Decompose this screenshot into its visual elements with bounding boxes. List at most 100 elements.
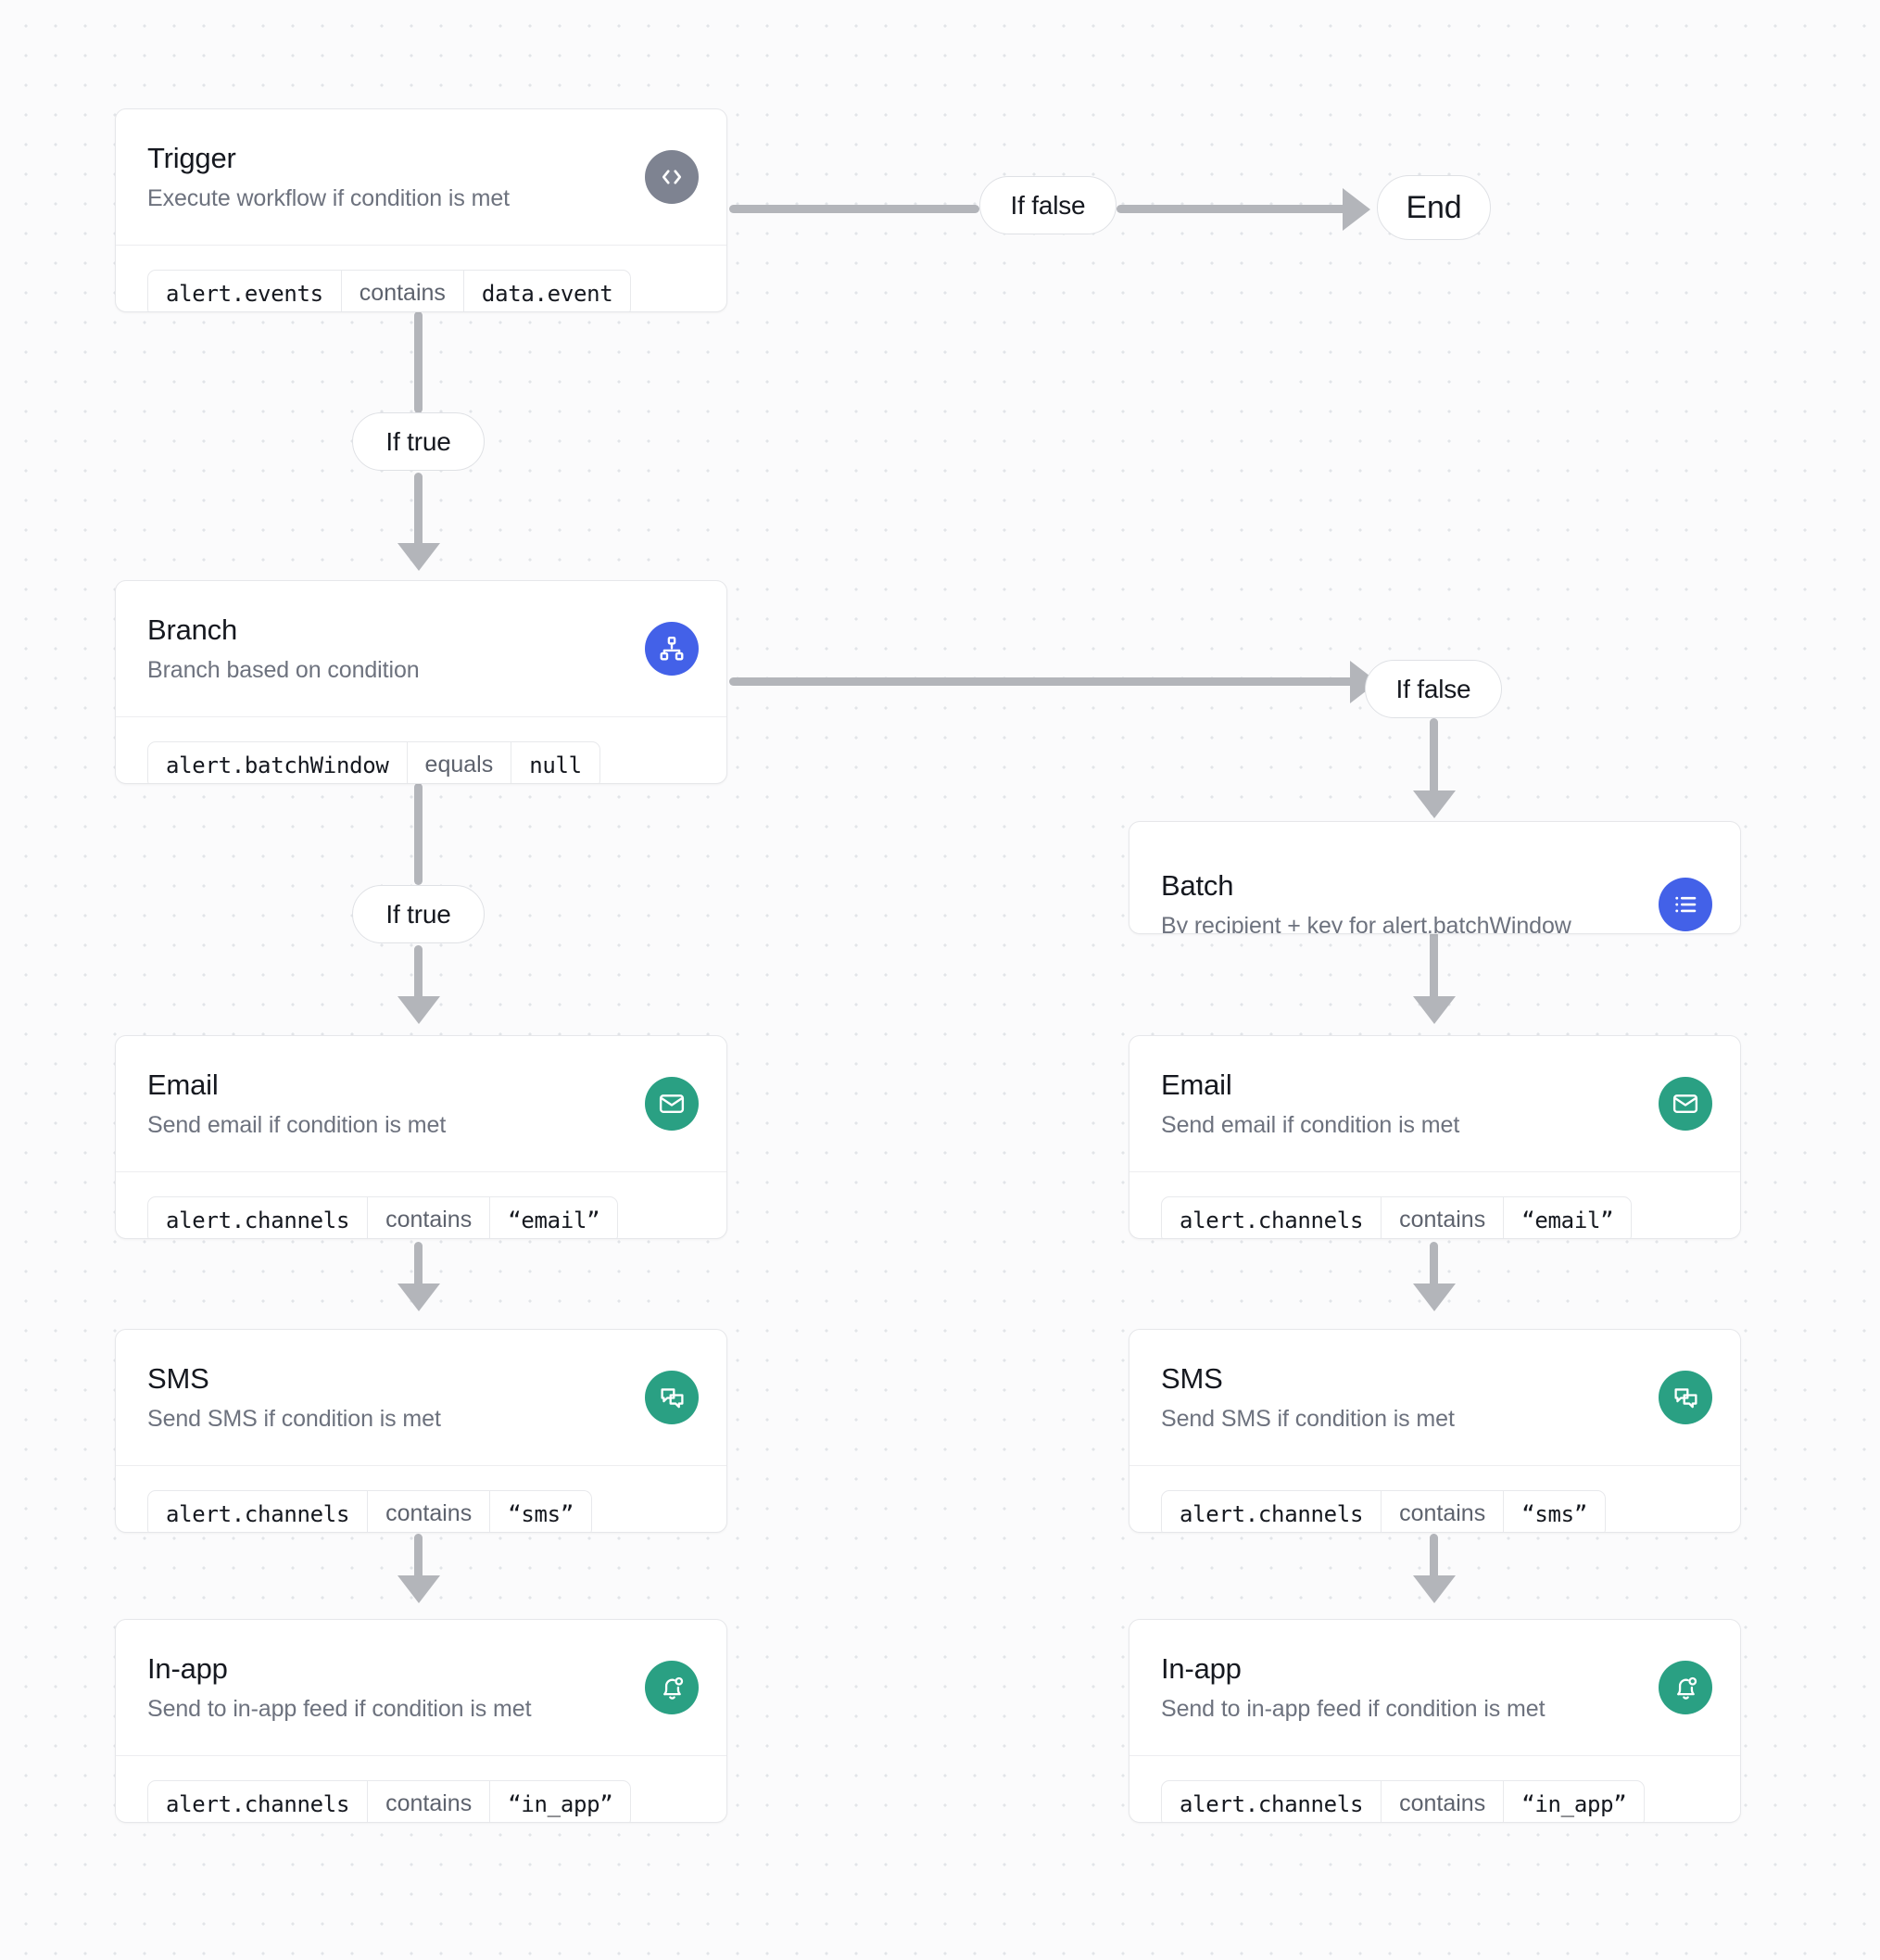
condition-value: “email” — [1521, 1207, 1614, 1233]
edge-label-branch-if-true[interactable]: If true — [352, 885, 485, 943]
node-inapp-right[interactable]: In-app Send to in-app feed if condition … — [1129, 1619, 1741, 1823]
bell-dot-icon — [645, 1661, 699, 1714]
edge-iffalse-to-end-arrowhead — [1343, 188, 1370, 231]
end-node-label: End — [1406, 189, 1462, 225]
trigger-header: Trigger Execute workflow if condition is… — [116, 109, 726, 245]
condition-field: alert.channels — [1180, 1500, 1364, 1527]
condition-operator: contains — [1381, 1197, 1505, 1238]
edge-email-to-sms-line-right — [1430, 1242, 1438, 1297]
condition-value: “sms” — [1521, 1500, 1587, 1527]
email-left-condition-row: alert.channels contains “email” — [116, 1171, 726, 1238]
condition-value: “in_app” — [1521, 1790, 1627, 1817]
edge-email-to-sms-line-left — [414, 1242, 423, 1297]
condition-field: alert.channels — [166, 1790, 350, 1817]
node-trigger[interactable]: Trigger Execute workflow if condition is… — [115, 108, 727, 312]
inapp-right-condition[interactable]: alert.channels contains “in_app” — [1161, 1780, 1646, 1822]
batch-header: Batch By recipient + key for alert.batch… — [1129, 822, 1740, 934]
node-sms-right[interactable]: SMS Send SMS if condition is met alert.c… — [1129, 1329, 1741, 1533]
condition-operator: contains — [1381, 1491, 1505, 1532]
node-batch[interactable]: Batch By recipient + key for alert.batch… — [1129, 821, 1741, 934]
edge-label-text: If true — [385, 426, 451, 456]
email-right-condition[interactable]: alert.channels contains “email” — [1161, 1196, 1633, 1238]
edge-sms-to-inapp-line-left — [414, 1534, 423, 1589]
edge-label-trigger-if-true[interactable]: If true — [352, 412, 485, 471]
email-left-condition[interactable]: alert.channels contains “email” — [147, 1196, 619, 1238]
branch-condition-row: alert.batchWindow equals null — [116, 716, 726, 783]
edge-label-text: If true — [385, 899, 451, 929]
node-email-left[interactable]: Email Send email if condition is met ale… — [115, 1035, 727, 1239]
email-left-header: Email Send email if condition is met — [116, 1036, 726, 1171]
edge-label-branch-if-false[interactable]: If false — [1365, 660, 1502, 718]
branch-subtitle: Branch based on condition — [147, 656, 420, 683]
sms-right-condition-row: alert.channels contains “sms” — [1129, 1465, 1740, 1532]
condition-value: “in_app” — [508, 1790, 613, 1817]
node-inapp-left[interactable]: In-app Send to in-app feed if condition … — [115, 1619, 727, 1823]
condition-value: data.event — [481, 280, 613, 307]
branch-title: Branch — [147, 613, 238, 647]
inapp-right-condition-row: alert.channels contains “in_app” — [1129, 1755, 1740, 1822]
email-left-title: Email — [147, 1069, 219, 1102]
edge-trigger-to-iftrue-line — [414, 311, 423, 413]
edge-iftrue-to-branch-line — [414, 473, 423, 561]
condition-operator: contains — [367, 1491, 491, 1532]
edge-batch-to-email-line — [1430, 931, 1438, 1001]
email-right-condition-row: alert.channels contains “email” — [1129, 1171, 1740, 1238]
node-sms-left[interactable]: SMS Send SMS if condition is met alert.c… — [115, 1329, 727, 1533]
condition-field: alert.events — [166, 280, 323, 307]
envelope-icon — [1659, 1077, 1712, 1131]
sms-right-subtitle: Send SMS if condition is met — [1161, 1405, 1455, 1432]
edge-label-text: If false — [1395, 674, 1471, 703]
condition-value: null — [529, 752, 582, 778]
trigger-subtitle: Execute workflow if condition is met — [147, 184, 511, 211]
inapp-left-subtitle: Send to in-app feed if condition is met — [147, 1695, 532, 1722]
sms-left-header: SMS Send SMS if condition is met — [116, 1330, 726, 1465]
sitemap-icon — [645, 622, 699, 676]
edge-iftrue-to-email-line — [414, 945, 423, 1019]
sms-right-condition[interactable]: alert.channels contains “sms” — [1161, 1490, 1606, 1532]
edge-label-trigger-if-false[interactable]: If false — [979, 176, 1117, 234]
condition-field: alert.batchWindow — [166, 752, 389, 778]
inapp-right-subtitle: Send to in-app feed if condition is met — [1161, 1695, 1546, 1722]
chat-bubbles-icon — [1659, 1371, 1712, 1424]
branch-header: Branch Branch based on condition — [116, 581, 726, 716]
inapp-left-condition[interactable]: alert.channels contains “in_app” — [147, 1780, 632, 1822]
edge-iffalse-to-end-line — [1117, 205, 1348, 213]
sms-left-condition[interactable]: alert.channels contains “sms” — [147, 1490, 592, 1532]
condition-operator: contains — [367, 1197, 491, 1238]
condition-field: alert.channels — [1180, 1207, 1364, 1233]
email-right-subtitle: Send email if condition is met — [1161, 1111, 1460, 1138]
batch-subtitle: By recipient + key for alert.batchWindow — [1161, 912, 1571, 934]
trigger-condition[interactable]: alert.events contains data.event — [147, 270, 632, 311]
node-branch[interactable]: Branch Branch based on condition alert.b… — [115, 580, 727, 784]
node-email-right[interactable]: Email Send email if condition is met ale… — [1129, 1035, 1741, 1239]
chat-bubbles-icon — [645, 1371, 699, 1424]
condition-operator: equals — [406, 742, 512, 783]
edge-sms-to-inapp-line-right — [1430, 1534, 1438, 1589]
edge-iffalse-to-batch-line — [1430, 718, 1438, 816]
edge-iffalse-to-batch-arrowhead — [1413, 790, 1456, 818]
inapp-right-header: In-app Send to in-app feed if condition … — [1129, 1620, 1740, 1755]
email-right-header: Email Send email if condition is met — [1129, 1036, 1740, 1171]
branch-condition[interactable]: alert.batchWindow equals null — [147, 741, 600, 783]
condition-field: alert.channels — [1180, 1790, 1364, 1817]
condition-value: “sms” — [508, 1500, 574, 1527]
inapp-left-condition-row: alert.channels contains “in_app” — [116, 1755, 726, 1822]
condition-operator: contains — [340, 271, 464, 311]
node-end[interactable]: End — [1377, 175, 1491, 240]
email-left-subtitle: Send email if condition is met — [147, 1111, 447, 1138]
trigger-title: Trigger — [147, 142, 236, 175]
code-icon — [645, 150, 699, 204]
inapp-left-title: In-app — [147, 1652, 228, 1686]
inapp-left-header: In-app Send to in-app feed if condition … — [116, 1620, 726, 1755]
edge-branch-to-iffalse-line — [729, 677, 1378, 686]
sms-left-subtitle: Send SMS if condition is met — [147, 1405, 441, 1432]
inapp-right-title: In-app — [1161, 1652, 1242, 1686]
condition-operator: contains — [1381, 1781, 1505, 1822]
condition-field: alert.channels — [166, 1207, 350, 1233]
edge-sms-to-inapp-arrowhead-left — [397, 1575, 440, 1603]
list-icon — [1659, 878, 1712, 931]
sms-right-title: SMS — [1161, 1362, 1223, 1396]
edge-iftrue-to-branch-arrowhead — [397, 543, 440, 571]
sms-left-title: SMS — [147, 1362, 209, 1396]
